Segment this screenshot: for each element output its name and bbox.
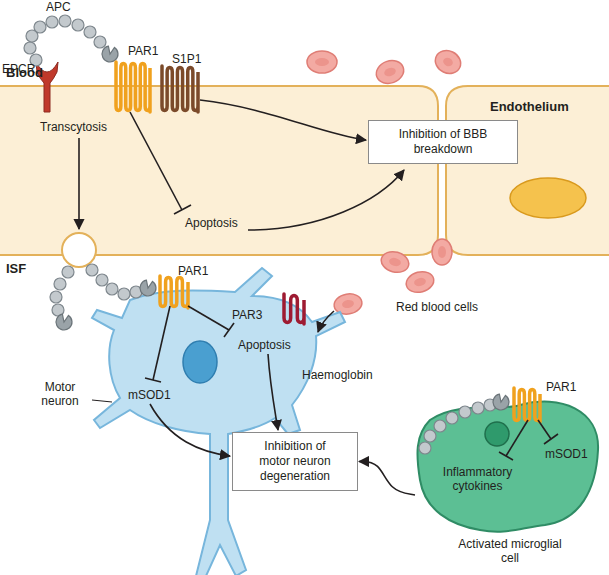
outcome-box: Inhibition of BBB breakdown <box>368 120 518 164</box>
endothelial-cell <box>446 86 609 255</box>
apc-domain <box>118 288 130 300</box>
apc-protease-domain <box>56 314 72 330</box>
pathway-arrows <box>79 100 404 456</box>
diagram-label: PAR3 <box>232 308 272 322</box>
apc-domain <box>472 402 484 414</box>
outcome-box: Inhibition of motor neuron degeneration <box>232 432 358 491</box>
receptor <box>284 294 304 324</box>
apc-domain <box>86 264 98 276</box>
receptor <box>514 388 540 422</box>
node-text: Inhibition of motor neuron degeneration <box>251 439 339 484</box>
motor-neuron <box>92 268 345 575</box>
inhibition-bars <box>130 112 558 460</box>
receptor <box>162 66 198 112</box>
apc-domain <box>72 19 84 31</box>
diagram-label: PAR1 <box>546 380 586 394</box>
receptor <box>160 276 188 308</box>
pathway-arrow <box>359 462 415 495</box>
apc-chain <box>50 266 74 316</box>
diagram-label: PAR1 <box>128 44 168 58</box>
cell-nucleus <box>510 178 586 218</box>
diagram-label: S1P1 <box>172 52 212 66</box>
diagram-label: Haemoglobin <box>302 368 392 382</box>
apc-chain <box>419 399 496 454</box>
leader-line <box>92 400 112 402</box>
apc-domain <box>446 412 458 424</box>
diagram-label: mSOD1 <box>128 388 178 402</box>
apc-domain <box>96 274 108 286</box>
apc-domain <box>459 406 471 418</box>
cell-label: Activated microglial cell <box>455 537 565 565</box>
diagram-label: EPCR <box>2 62 42 76</box>
diagram-label: ISF <box>6 262 46 276</box>
node-text: Inhibition of BBB breakdown <box>395 127 491 157</box>
apc-domain <box>419 442 431 454</box>
node-text: Inflammatory cytokines <box>430 465 525 493</box>
microglial-cell-region: mSOD1Inflammatory cytokinesActivated mic… <box>415 397 600 535</box>
node-text: Endothelium <box>490 100 600 114</box>
apc-domain <box>59 15 71 27</box>
apc-chain <box>86 264 142 300</box>
receptor <box>116 62 150 112</box>
apc-protease-domain <box>102 46 118 62</box>
endothelium-band: EndotheliumInhibition of BBB breakdown <box>0 86 609 255</box>
apc-protease-domain <box>493 394 509 410</box>
apc-domain <box>46 16 58 28</box>
diagram-label: Transcytosis <box>40 120 130 134</box>
diagram-label: Red blood cells <box>392 300 482 314</box>
endothelial-cell <box>0 86 438 255</box>
apc-domain <box>34 21 46 33</box>
neuron-nucleus <box>183 341 217 383</box>
apc-domain <box>434 420 446 432</box>
red-blood-cells <box>307 47 464 317</box>
transcytosis-vesicle <box>62 233 96 267</box>
apc-domain <box>24 42 36 54</box>
microglia-nucleus <box>485 422 509 446</box>
apc-chain <box>24 15 106 66</box>
diagram-label: APC <box>46 0 86 14</box>
apc-domain <box>54 278 66 290</box>
apc-domain <box>424 430 436 442</box>
diagram-label: Motor neuron <box>30 380 90 408</box>
apc-domain <box>50 291 62 303</box>
diagram-label: Apoptosis <box>185 216 255 230</box>
node-text: mSOD1 <box>545 447 597 461</box>
apc-protease-domain <box>140 280 156 296</box>
diagram-label: Apoptosis <box>238 338 308 352</box>
apc-domain <box>106 283 118 295</box>
apc-domain <box>94 36 106 48</box>
apc-domain <box>62 266 74 278</box>
apc-domain <box>84 26 96 38</box>
microglial-cell <box>417 402 598 532</box>
diagram-label: PAR1 <box>178 264 218 278</box>
red-blood-cell-centres <box>315 56 454 309</box>
